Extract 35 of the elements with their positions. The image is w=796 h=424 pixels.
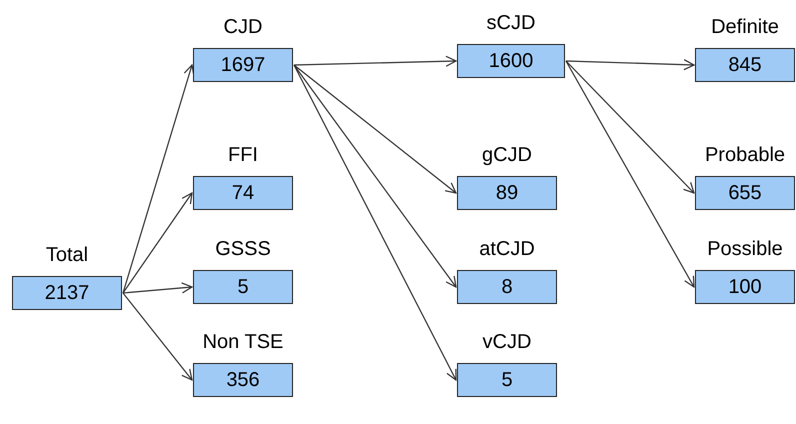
category-label: vCJD (482, 331, 532, 354)
count-box: 356 (193, 363, 293, 397)
category-label: Non TSE (202, 331, 284, 354)
arrow (294, 64, 457, 288)
arrow (122, 282, 193, 294)
arrow (566, 59, 695, 70)
category-label: FFI (228, 144, 258, 167)
arrow (122, 292, 193, 381)
count-box: 2137 (12, 276, 122, 310)
category-label: Definite (711, 16, 779, 39)
arrow (294, 56, 457, 67)
category-label: GSSS (215, 238, 271, 261)
count-box: 1697 (193, 48, 293, 82)
arrow (294, 64, 457, 194)
arrow (293, 64, 457, 381)
category-label: atCJD (479, 238, 535, 261)
category-label: Total (46, 244, 88, 267)
count-box: 89 (457, 176, 557, 210)
arrow (122, 64, 194, 294)
arrow (566, 60, 695, 194)
category-label: Probable (704, 144, 786, 167)
count-box: 100 (695, 270, 795, 304)
count-box: 1600 (457, 44, 565, 78)
category-label: Possible (707, 238, 783, 261)
count-box: 74 (193, 176, 293, 210)
count-box: 5 (457, 363, 557, 397)
count-box: 8 (457, 270, 557, 304)
count-box: 845 (695, 48, 795, 82)
category-label: gCJD (482, 144, 532, 167)
count-box: 5 (193, 270, 293, 304)
count-box: 655 (695, 176, 795, 210)
category-label: sCJD (486, 12, 536, 35)
category-label: CJD (224, 16, 262, 39)
arrow (565, 60, 695, 288)
arrow (122, 192, 193, 294)
